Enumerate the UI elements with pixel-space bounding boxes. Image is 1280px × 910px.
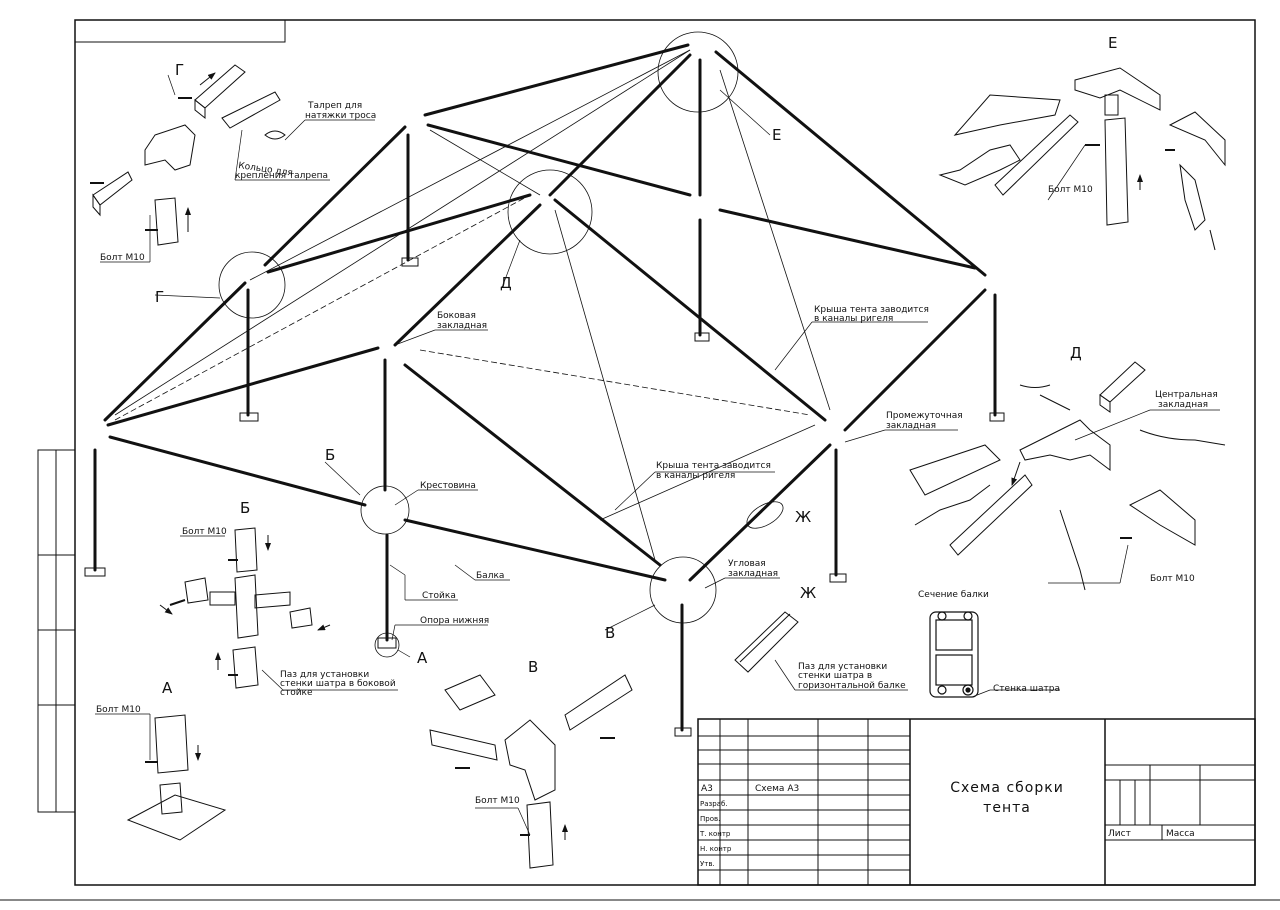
label-bolt-v: Болт М10	[475, 796, 520, 806]
doc-title-1: Схема сборки	[950, 780, 1064, 796]
label-side-insert-2: закладная	[437, 321, 487, 331]
view-label-d-right: Д	[1070, 344, 1082, 362]
detail-e-parts	[938, 67, 1226, 251]
label-side-insert-1: Боковая	[437, 311, 476, 321]
view-label-zh-detail: Ж	[800, 584, 816, 602]
doc-row-1: Пров.	[700, 815, 720, 823]
detail-v-parts	[429, 674, 633, 869]
view-label-a-detail: А	[162, 679, 173, 697]
label-ring-2: крепления талрепа	[235, 171, 328, 181]
label-post: Стойка	[422, 591, 456, 601]
label-support: Опора нижняя	[420, 616, 489, 626]
label-bolt-d: Болт М10	[1150, 574, 1195, 584]
view-label-g-circle: Г	[155, 288, 164, 306]
label-wall: Стенка шатра	[993, 684, 1060, 694]
view-label-v-detail: В	[528, 658, 538, 676]
view-label-b-top: Б	[325, 446, 335, 464]
view-label-zh-circle: Ж	[795, 508, 811, 526]
doc-title-2: тента	[983, 800, 1031, 816]
label-slot-horiz-2: стенки шатра в	[798, 671, 872, 681]
view-label-a-circle: А	[417, 649, 428, 667]
label-bolt-e: Болт М10	[1048, 185, 1093, 195]
label-central-1: Центральная	[1155, 390, 1218, 400]
view-label-g-top: Г	[175, 61, 184, 79]
view-label-e-circle: Е	[772, 126, 781, 144]
leaders	[95, 74, 1220, 836]
base-plates	[84, 257, 1005, 737]
label-intermediate-2: закладная	[886, 421, 936, 431]
doc-row-2: Т. контр	[699, 830, 731, 838]
label-slot-side-1: Паз для установки	[280, 670, 369, 680]
doc-format: А3	[701, 784, 713, 794]
label-talrep-2: натяжки троса	[305, 111, 376, 121]
detail-a-parts	[126, 714, 227, 841]
detail-zh-parts	[734, 611, 799, 673]
label-roof2-1: Крыша тента заводится	[656, 461, 771, 471]
doc-mass-label: Масса	[1166, 829, 1195, 839]
label-bolt-b: Болт М10	[182, 527, 227, 537]
doc-row-4: Утв.	[700, 860, 715, 868]
label-beam: Балка	[476, 571, 504, 581]
doc-row-3: Н. контр	[700, 845, 732, 853]
view-label-e-top: Е	[1108, 34, 1117, 52]
doc-scheme: Схема А3	[755, 784, 799, 794]
label-bolt-g: Болт М10	[100, 253, 145, 263]
view-label-b-detail: Б	[240, 499, 250, 517]
label-roof1-2: в каналы ригеля	[814, 314, 893, 324]
label-central-2: закладная	[1158, 400, 1208, 410]
label-slot-side-3: стойке	[280, 688, 313, 698]
doc-sheet-label: Лист	[1108, 829, 1131, 839]
label-slot-horiz-1: Паз для установки	[798, 662, 887, 672]
label-corner-2: закладная	[728, 569, 778, 579]
label-section: Сечение балки	[918, 590, 989, 600]
label-slot-horiz-3: горизонтальной балке	[798, 681, 906, 691]
title-block	[697, 718, 1256, 886]
label-intermediate-1: Промежуточная	[886, 411, 963, 421]
doc-row-0: Разраб.	[700, 800, 728, 808]
beam-section	[929, 611, 979, 698]
detail-b-parts	[159, 527, 331, 689]
view-label-d-circle: Д	[500, 274, 512, 292]
tent-frame	[93, 43, 997, 732]
label-bolt-a: Болт М10	[96, 705, 141, 715]
detail-circles	[218, 31, 784, 658]
detail-g-parts	[90, 64, 286, 246]
detail-d-parts	[909, 361, 1226, 591]
label-corner-1: Угловая	[728, 559, 766, 569]
label-talrep-1: Талреп для	[307, 101, 362, 111]
label-cross: Крестовина	[420, 481, 476, 491]
label-roof2-2: в каналы ригеля	[656, 471, 735, 481]
label-roof1-1: Крыша тента заводится	[814, 305, 929, 315]
view-label-v-circle: В	[605, 624, 615, 642]
label-slot-side-2: стенки шатра в боковой	[280, 679, 396, 689]
sheet-frame	[0, 19, 1280, 901]
roof-lines	[114, 49, 831, 561]
